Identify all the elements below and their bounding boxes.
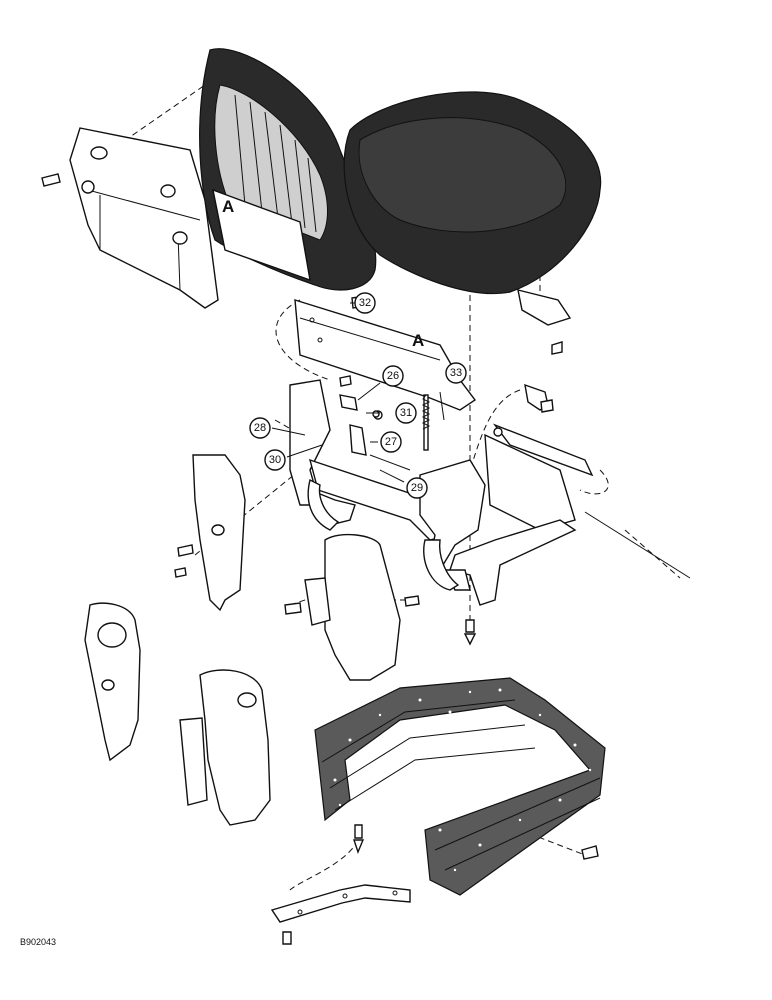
callout-leaders [271,302,445,483]
reference-letter-a-upper: A [222,197,234,216]
seat-bottom-cushion [343,91,602,355]
callout-33: 33 [445,362,467,384]
callout-31: 31 [395,402,417,424]
callout-27-label: 27 [385,436,397,448]
figure-id: B902043 [20,937,56,947]
seat-pan-frame: A [294,299,477,411]
callout-30-label: 30 [269,454,281,466]
reference-letter-a-frame: A [412,331,424,350]
callout-27: 27 [380,431,402,453]
callout-33-label: 33 [450,367,462,379]
callout-32-label: 32 [359,297,371,309]
suspension-mechanism [289,376,691,606]
callout-29-label: 29 [411,482,423,494]
callout-28-label: 28 [254,422,266,434]
callout-26: 26 [382,365,404,387]
callout-26-label: 26 [387,370,399,382]
callout-29: 29 [406,477,428,499]
side-shield-upper-right [284,533,420,681]
side-shield-lower-right [179,669,271,826]
callout-30: 30 [264,449,286,471]
callout-28: 28 [249,417,271,439]
side-shield-upper-left [174,454,246,612]
side-shield-lower-left [84,602,141,762]
callout-32: 32 [354,292,376,314]
mounting-bracket [270,884,411,945]
suspension-boot [314,677,606,896]
seat-back-cushion: A [199,48,377,291]
seat-back-cover [41,127,219,309]
callout-31-label: 31 [400,407,412,419]
